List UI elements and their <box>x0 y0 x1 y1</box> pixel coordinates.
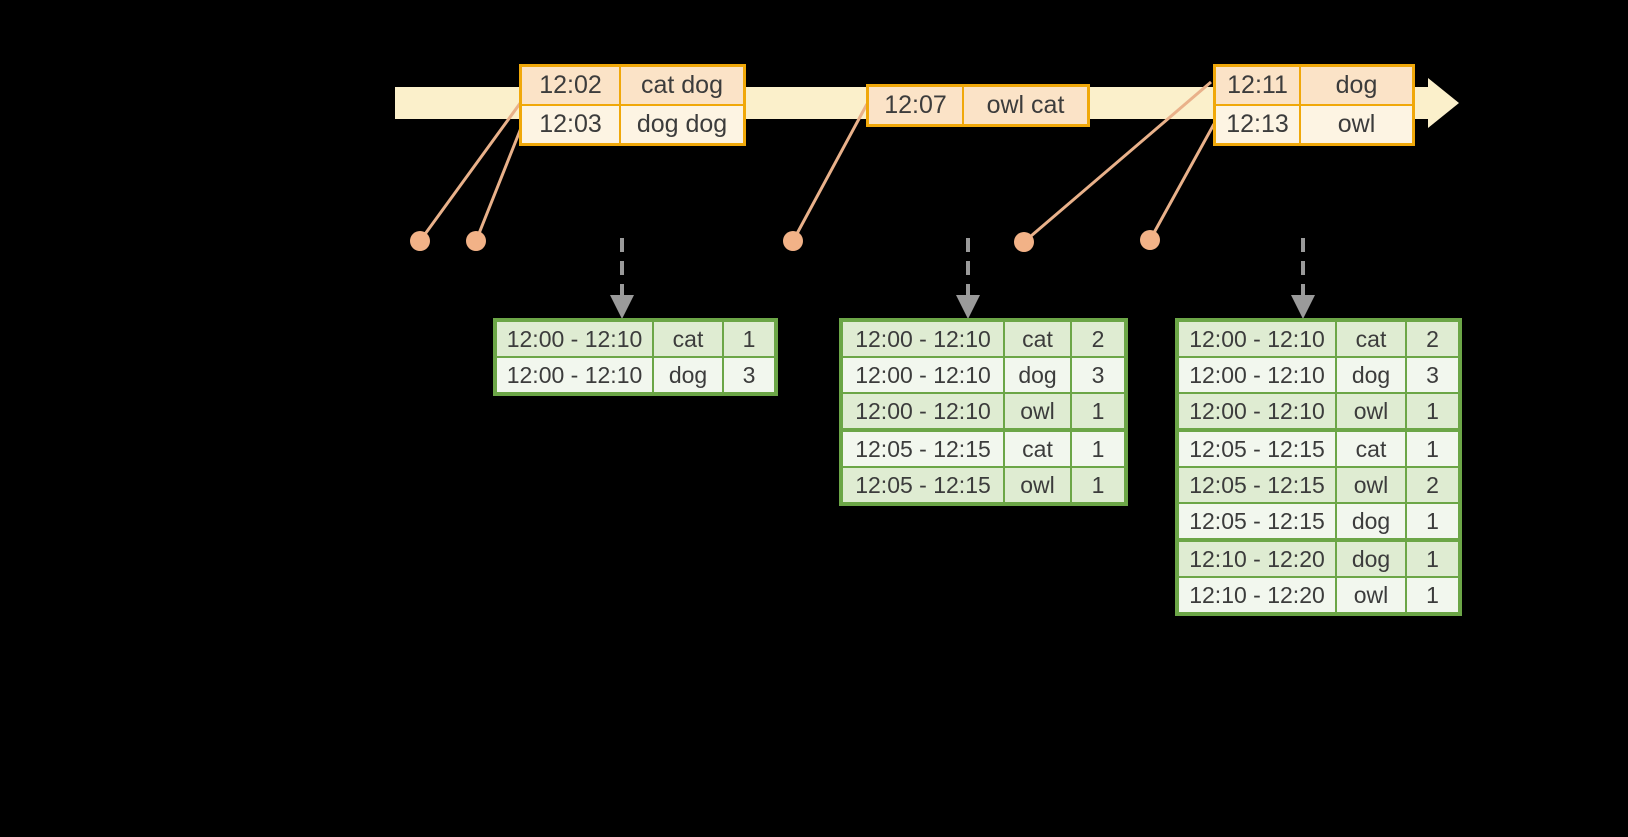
window-cell: 12:00 - 12:10 <box>1176 356 1337 394</box>
word-cell: cat <box>1335 319 1407 358</box>
window-cell: 12:00 - 12:10 <box>840 356 1005 394</box>
event-connector-lines <box>418 80 1216 244</box>
count-cell: 1 <box>722 319 777 358</box>
window-cell: 12:05 - 12:15 <box>840 466 1005 505</box>
window-cell: 12:00 - 12:10 <box>1176 319 1337 358</box>
window-cell: 12:00 - 12:10 <box>840 392 1005 431</box>
trigger-arrowhead-icon <box>956 295 980 319</box>
event-connector-line <box>418 101 523 242</box>
event-words-cell: dog <box>1299 64 1415 106</box>
trigger-arrowhead-icon <box>1291 295 1315 319</box>
timeline-arrowhead-icon <box>1428 78 1459 128</box>
window-cell: 12:10 - 12:20 <box>1176 576 1337 615</box>
word-cell: cat <box>1003 428 1072 468</box>
event-time-cell: 12:11 <box>1213 64 1301 106</box>
count-cell: 1 <box>1405 538 1461 578</box>
word-cell: owl <box>1003 392 1072 431</box>
word-cell: dog <box>1003 356 1072 394</box>
window-cell: 12:00 - 12:10 <box>494 356 654 395</box>
count-cell: 3 <box>1405 356 1461 394</box>
count-cell: 1 <box>1405 392 1461 431</box>
event-words-cell: owl <box>1299 104 1415 146</box>
window-cell: 12:05 - 12:15 <box>1176 466 1337 504</box>
event-connector-line <box>1023 80 1212 244</box>
window-cell: 12:00 - 12:10 <box>1176 392 1337 431</box>
word-cell: dog <box>1335 538 1407 578</box>
word-cell: dog <box>1335 502 1407 541</box>
window-cell: 12:05 - 12:15 <box>1176 502 1337 541</box>
count-cell: 2 <box>1070 319 1127 358</box>
window-cell: 12:10 - 12:20 <box>1176 538 1337 578</box>
event-time-cell: 12:13 <box>1213 104 1301 146</box>
event-connector-line <box>474 127 523 242</box>
event-connector-line <box>1148 123 1216 241</box>
count-cell: 3 <box>722 356 777 395</box>
event-words-cell: dog dog <box>619 104 746 146</box>
event-time-dot <box>466 231 486 251</box>
word-cell: owl <box>1335 392 1407 431</box>
word-cell: cat <box>1003 319 1072 358</box>
event-time-cell: 12:02 <box>519 64 621 106</box>
word-cell: dog <box>1335 356 1407 394</box>
count-cell: 1 <box>1070 466 1127 505</box>
window-cell: 12:00 - 12:10 <box>494 319 654 358</box>
word-cell: dog <box>652 356 724 395</box>
count-cell: 1 <box>1405 428 1461 468</box>
event-time-dot <box>410 231 430 251</box>
event-time-dots <box>410 230 1160 252</box>
window-cell: 12:00 - 12:10 <box>840 319 1005 358</box>
count-cell: 1 <box>1405 576 1461 615</box>
event-time-dot <box>783 231 803 251</box>
count-cell: 1 <box>1070 428 1127 468</box>
count-cell: 2 <box>1405 466 1461 504</box>
event-connector-line <box>791 103 869 242</box>
word-cell: owl <box>1335 576 1407 615</box>
event-time-dot <box>1140 230 1160 250</box>
word-cell: owl <box>1003 466 1072 505</box>
word-cell: owl <box>1335 466 1407 504</box>
trigger-arrowhead-icon <box>610 295 634 319</box>
word-cell: cat <box>1335 428 1407 468</box>
event-words-cell: owl cat <box>962 84 1090 127</box>
window-cell: 12:05 - 12:15 <box>840 428 1005 468</box>
word-cell: cat <box>652 319 724 358</box>
event-words-cell: cat dog <box>619 64 746 106</box>
event-time-cell: 12:03 <box>519 104 621 146</box>
count-cell: 1 <box>1070 392 1127 431</box>
count-cell: 2 <box>1405 319 1461 358</box>
event-time-cell: 12:07 <box>866 84 964 127</box>
window-cell: 12:05 - 12:15 <box>1176 428 1337 468</box>
event-time-dot <box>1014 232 1034 252</box>
count-cell: 1 <box>1405 502 1461 541</box>
trigger-arrows <box>610 238 1315 319</box>
count-cell: 3 <box>1070 356 1127 394</box>
